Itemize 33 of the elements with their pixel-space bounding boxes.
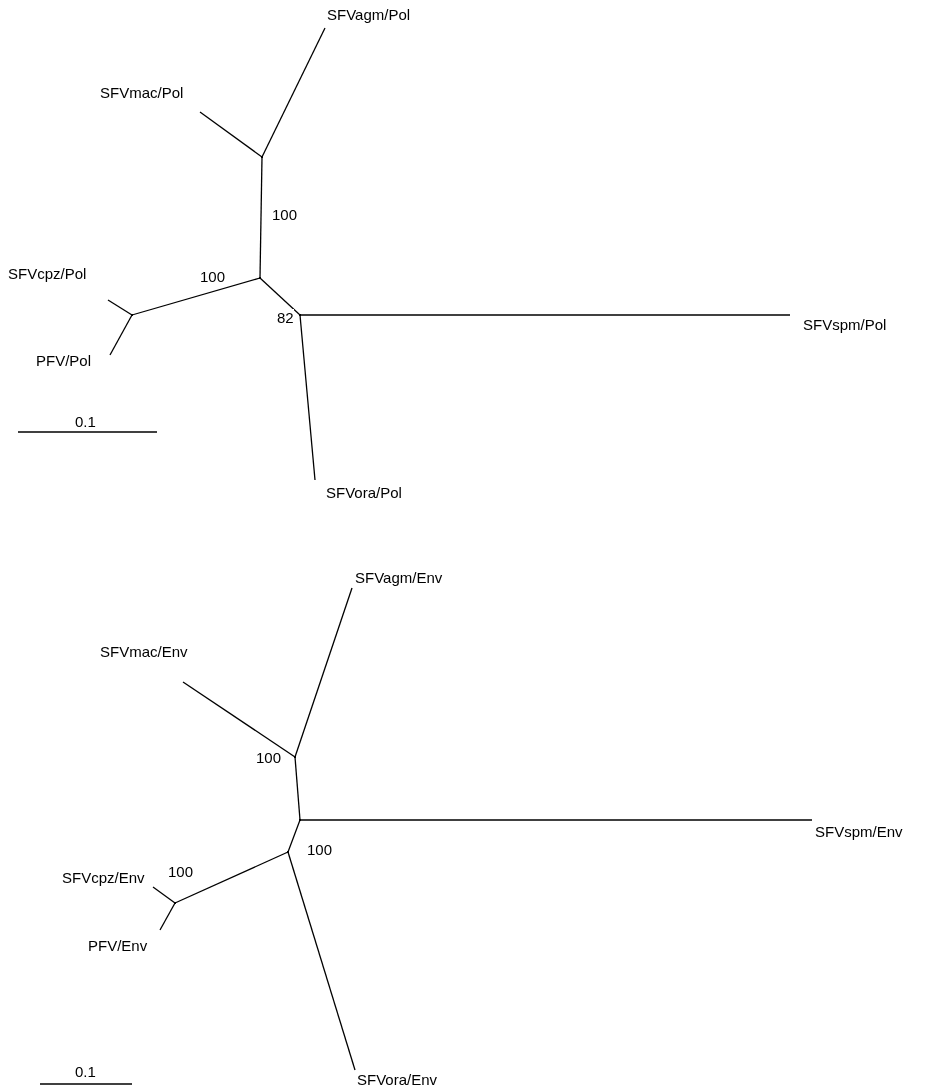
taxon-label: SFVspm/Pol xyxy=(803,316,887,333)
tree-branch xyxy=(131,277,261,316)
taxon-label: SFVora/Env xyxy=(357,1071,438,1088)
tree-branch xyxy=(109,314,133,356)
tree-branch xyxy=(299,314,316,481)
tree-branch xyxy=(294,756,301,821)
scale-label: 0.1 xyxy=(75,413,96,430)
tree-branch xyxy=(107,299,133,316)
taxon-label: SFVora/Pol xyxy=(326,484,402,501)
taxon-label: SFVmac/Env xyxy=(100,643,188,660)
tree-branch xyxy=(159,902,176,931)
tree-branch xyxy=(287,851,356,1071)
tree-branch xyxy=(294,587,353,758)
tree-branch xyxy=(259,277,301,316)
taxon-label: PFV/Env xyxy=(88,937,148,954)
taxon-label: SFVcpz/Pol xyxy=(8,265,87,282)
tree-branch xyxy=(287,819,301,853)
taxon-label: SFVspm/Env xyxy=(815,823,903,840)
tree-branch xyxy=(299,314,791,316)
bootstrap-value: 82 xyxy=(277,309,294,326)
tree-branch xyxy=(259,156,263,279)
taxon-label: SFVmac/Pol xyxy=(100,84,184,101)
taxon-label: PFV/Pol xyxy=(36,352,92,369)
taxon-label: SFVcpz/Env xyxy=(62,869,145,886)
tree-branch xyxy=(152,886,176,904)
tree-branch xyxy=(182,681,296,758)
taxon-label: SFVagm/Env xyxy=(355,569,443,586)
tree-branch xyxy=(174,851,289,904)
tree-branch xyxy=(299,819,813,821)
tree-branch xyxy=(199,111,263,158)
scale-label: 0.1 xyxy=(75,1063,96,1080)
taxon-label: SFVagm/Pol xyxy=(327,6,411,23)
tree-branch xyxy=(261,27,326,158)
